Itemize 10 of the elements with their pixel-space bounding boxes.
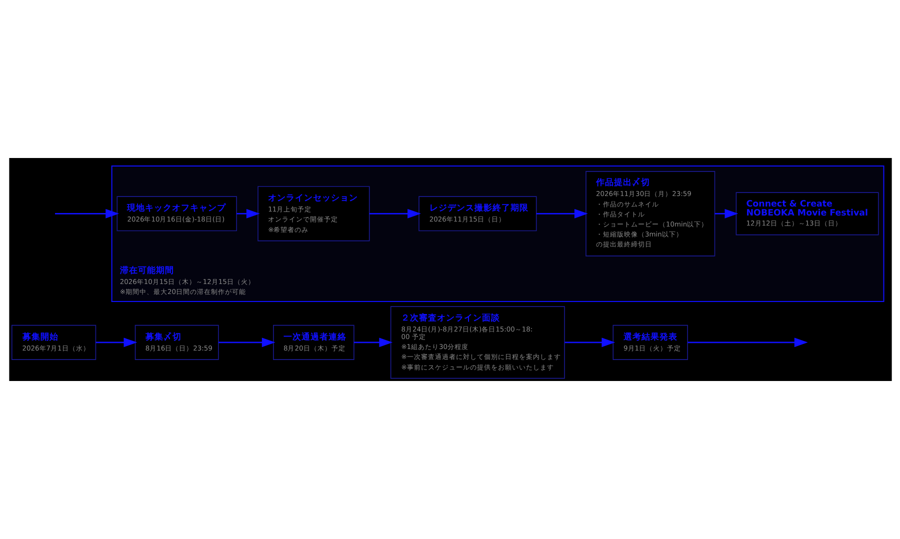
- arrow: [54, 208, 119, 218]
- arrow: [714, 208, 738, 218]
- arrow: [95, 338, 137, 348]
- arrow: [218, 338, 275, 348]
- arrow: [368, 208, 420, 218]
- arrow: [536, 208, 588, 218]
- arrow: [236, 208, 260, 218]
- arrow: [564, 338, 615, 348]
- arrow: [687, 338, 808, 348]
- arrow: [353, 338, 392, 348]
